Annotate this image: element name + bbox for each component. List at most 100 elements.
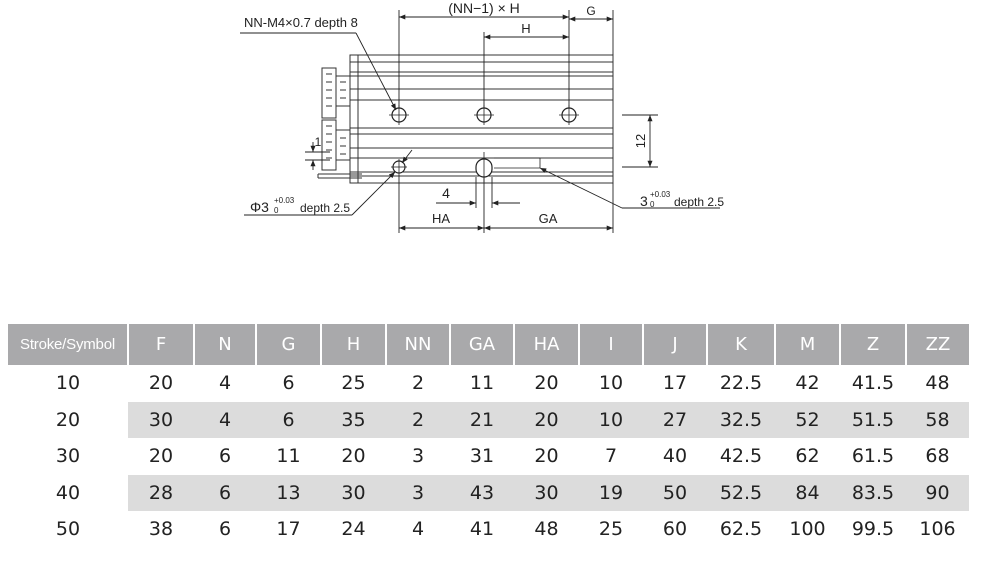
table-cell: 7 [604,445,618,468]
table-cell: 30 [128,401,194,438]
end-fittings [317,67,362,179]
table-cell: 41 [469,518,495,541]
table-cell: 4 [218,372,232,395]
table-cell: 52.5 [707,474,775,511]
table-cell: 68 [925,445,950,468]
table-cell: 4 [194,401,256,438]
table-cell: 20 [514,401,579,438]
table-cell: 10 [579,401,643,438]
table-cell: 31 [469,445,495,468]
label-g: G [586,4,595,18]
table-cell: 6 [256,401,321,438]
header-n: N [193,324,256,365]
table-cell: 60 [662,518,688,541]
table-cell: 61.5 [851,445,895,468]
label-tap-hole: NN-M4×0.7 depth 8 [244,15,358,30]
table-cell: 30 [8,438,128,475]
table-cell: 30 [514,474,579,511]
header-nn: NN [385,324,450,365]
label-height-12: 12 [633,134,648,148]
header-i: I [578,324,643,365]
label-slot-depth: depth 2.5 [674,195,724,209]
tapped-holes [389,105,579,125]
table-cell: 11 [276,445,301,468]
label-pin-hole: Φ3 [250,199,269,215]
table-cell: 13 [256,474,321,511]
header-ga: GA [449,324,514,365]
table-cell: 20 [148,372,174,395]
label-pitch-total: (NN−1) × H [448,0,520,16]
header-j: J [642,324,707,365]
label-pitch: H [521,21,530,36]
leader-lines [240,32,720,216]
table-header-row: Stroke/Symbol F N G H NN GA HA I J K M Z… [8,324,969,365]
label-ga: GA [539,211,558,226]
label-one: 1 [315,135,322,149]
table-cell: 6 [218,445,232,468]
table-cell: 58 [906,401,969,438]
label-slot-tol-upper: +0.03 [650,190,671,199]
table-cell: 20 [534,372,559,395]
table-cell: 4 [411,518,425,541]
label-pin-hole-depth: depth 2.5 [300,201,350,215]
table-cell: 20 [341,445,366,468]
table-cell: 42 [795,372,820,395]
table-cell: 11 [469,372,495,395]
header-f: F [127,324,194,365]
table-cell: 20 [148,445,174,468]
table-row: 40 28 6 13 30 3 43 30 19 50 52.5 84 83.5… [8,474,969,511]
table-cell: 17 [276,518,301,541]
header-stroke-symbol: Stroke/Symbol [8,324,128,365]
header-g: G [255,324,321,365]
table-cell: 84 [775,474,840,511]
table-cell: 41.5 [851,372,895,395]
label-ha: HA [432,211,450,226]
table-cell: 27 [643,401,707,438]
table-cell: 50 [8,511,128,548]
header-ha: HA [513,324,579,365]
table-cell: 48 [925,372,950,395]
table-cell: 19 [579,474,643,511]
table-cell: 42.5 [719,445,763,468]
table-cell: 51.5 [840,401,906,438]
table-cell: 24 [341,518,366,541]
table-cell: 48 [534,518,559,541]
header-k: K [706,324,775,365]
header-m: M [774,324,840,365]
label-four: 4 [442,185,450,201]
table-cell: 52 [775,401,840,438]
table-cell: 21 [450,401,514,438]
table-cell: 25 [341,372,366,395]
table-row: 20 30 4 6 35 2 21 20 10 27 32.5 52 51.5 … [8,401,969,438]
pin-hole [391,159,407,175]
table-cell: 6 [218,518,232,541]
table-cell: 6 [194,474,256,511]
table-cell: 99.5 [851,518,895,541]
table-cell: 6 [282,372,295,395]
table-cell: 40 [662,445,688,468]
specification-table: Stroke/Symbol F N G H NN GA HA I J K M Z… [8,324,969,548]
table-cell: 90 [906,474,969,511]
table-cell: 38 [148,518,174,541]
table-cell: 20 [8,401,128,438]
label-slot: 3 [640,193,648,209]
table-cell: 28 [128,474,194,511]
table-cell: 83.5 [840,474,906,511]
technical-drawing: NN-M4×0.7 depth 8 (NN−1) × H H G 12 1 4 … [240,0,724,233]
table-cell: 2 [386,401,450,438]
header-h: H [320,324,386,365]
table-cell: 32.5 [707,401,775,438]
table-cell: 25 [598,518,624,541]
table-cell: 100 [789,518,826,541]
label-pin-hole-tol-lower: 0 [274,206,279,215]
table-cell: 20 [534,445,559,468]
table-cell: 22.5 [719,372,763,395]
label-pin-hole-tol-upper: +0.03 [274,196,295,205]
table-row: 50 38 6 17 24 4 41 48 25 60 62.5 100 99.… [8,511,969,548]
label-slot-tol-lower: 0 [650,200,655,209]
table-cell: 30 [321,474,386,511]
table-cell: 10 [598,372,624,395]
table-row: 10 20 4 6 25 2 11 20 10 17 22.5 42 41.5 … [8,365,969,402]
table-cell: 43 [450,474,514,511]
dimension-lines [305,10,658,233]
